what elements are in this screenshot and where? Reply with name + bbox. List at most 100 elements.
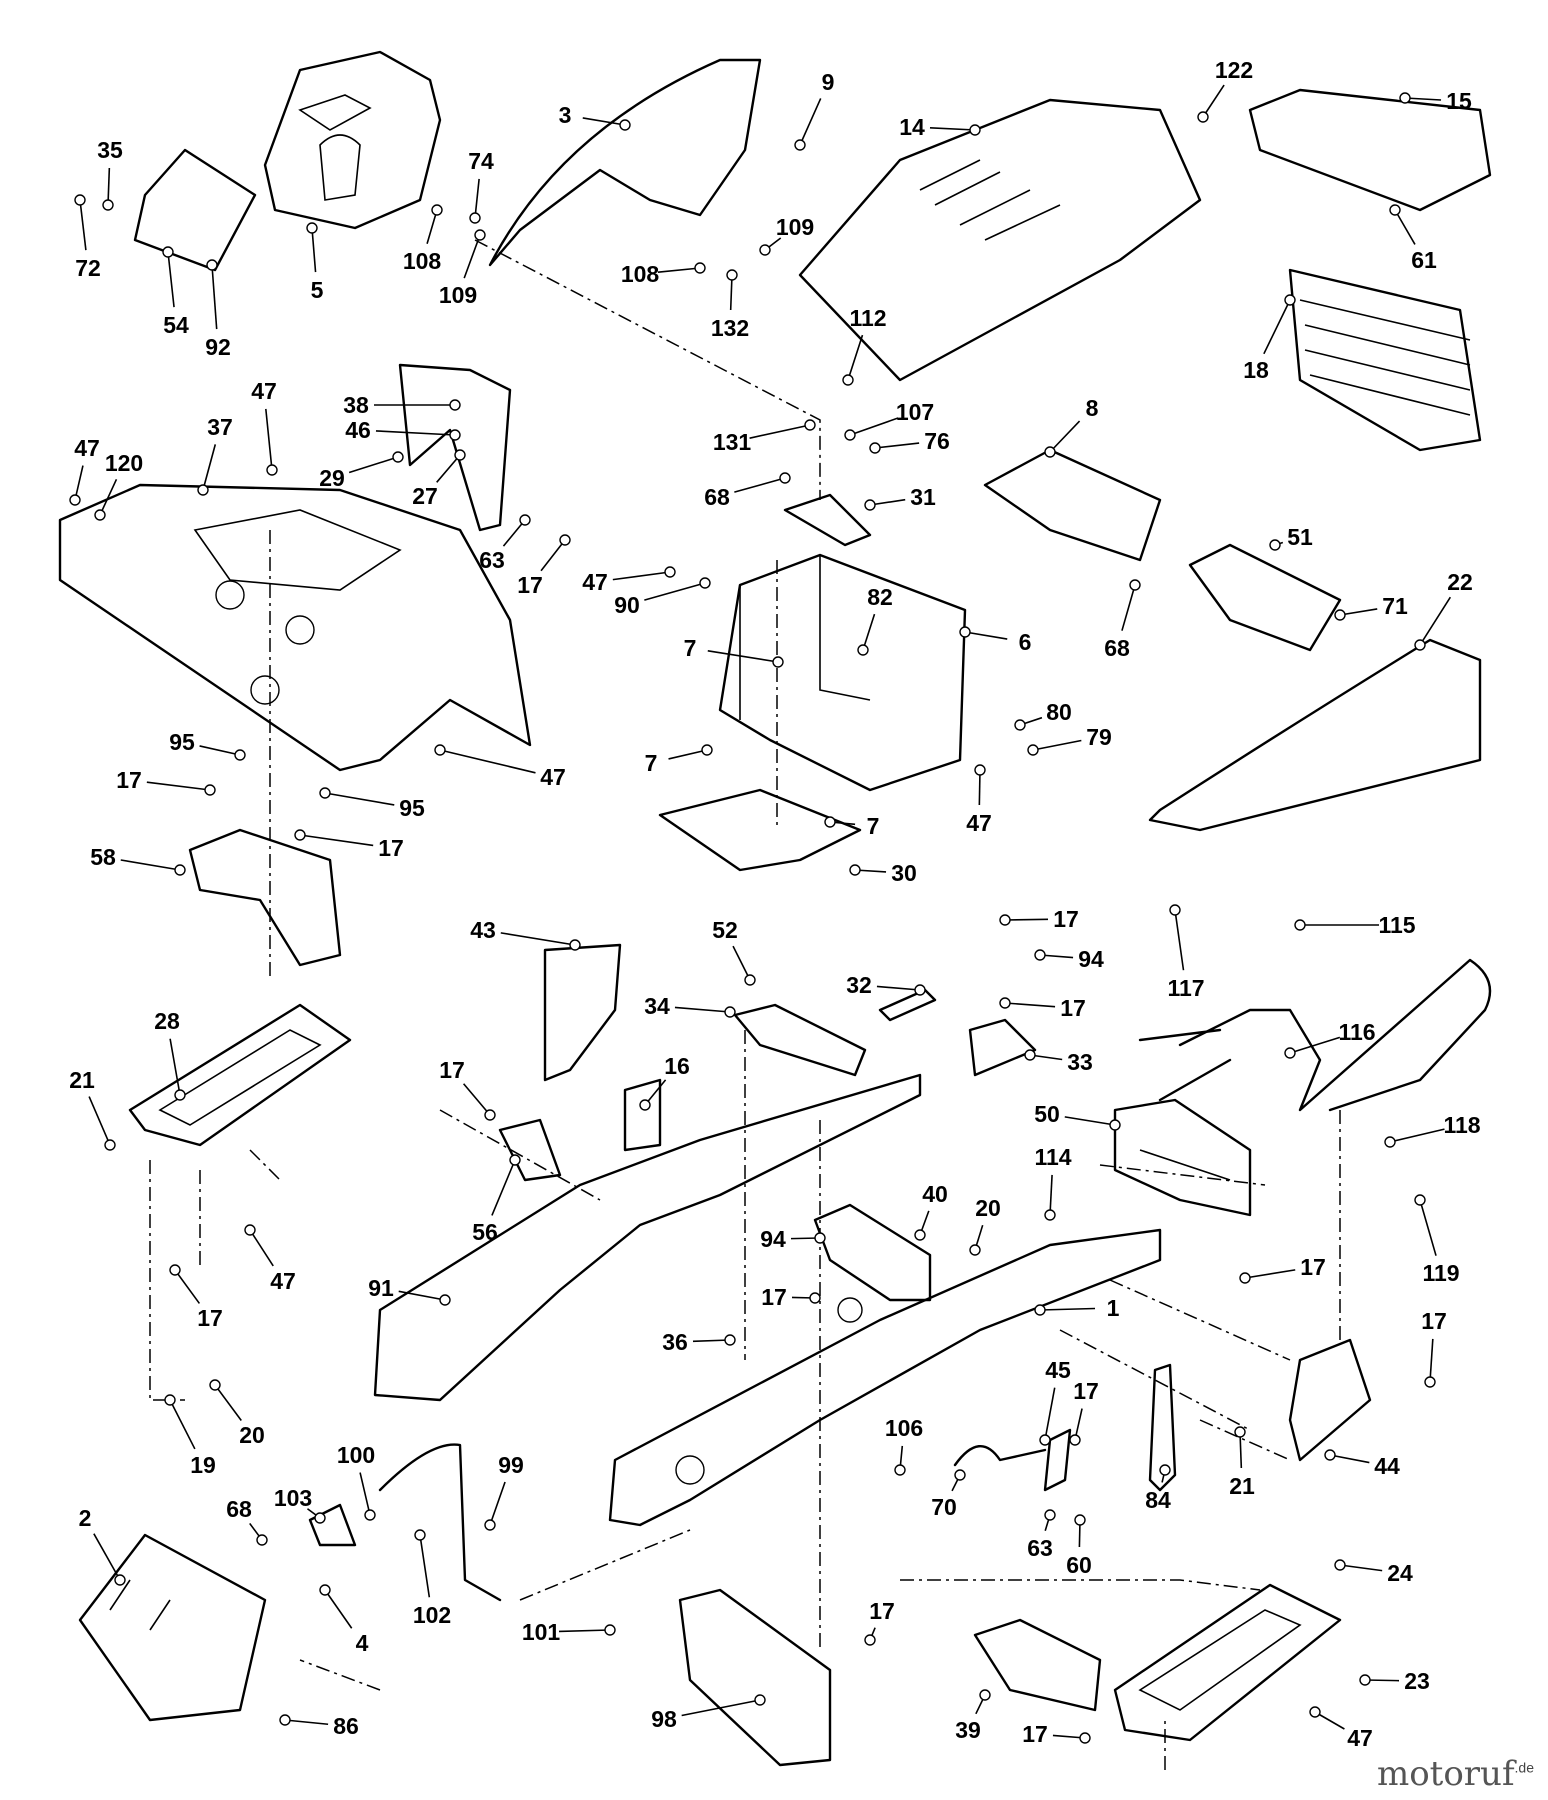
leader-line-95: [199, 745, 241, 756]
fastener-36: [724, 1334, 736, 1346]
callout-101: 101: [522, 1619, 561, 1645]
callout-34: 34: [644, 993, 670, 1019]
fastener-54: [162, 246, 174, 258]
part-58-support: [188, 828, 342, 967]
leader-line-24: [1339, 1564, 1383, 1572]
callout-122: 122: [1215, 57, 1253, 83]
callout-90: 90: [614, 592, 640, 618]
callout-72: 72: [75, 255, 101, 281]
callout-43: 43: [470, 917, 496, 943]
leader-line-37: [202, 444, 217, 491]
callout-6: 6: [1019, 629, 1032, 655]
leader-line-17: [1244, 1269, 1296, 1279]
leader-lines: [69, 84, 1452, 1744]
callout-7: 7: [684, 635, 697, 661]
leader-line-71: [1339, 608, 1378, 616]
fastener-99: [484, 1519, 496, 1531]
leader-line-36: [692, 1339, 731, 1343]
leader-line-117: [1174, 909, 1185, 971]
fastener-17: [999, 914, 1011, 926]
leader-line-4: [324, 1589, 353, 1629]
leader-line-90: [644, 582, 706, 601]
fastener-39: [979, 1689, 991, 1701]
fastener-17: [999, 997, 1011, 1009]
fastener-108: [694, 262, 706, 274]
part-70-pin: [953, 1444, 1047, 1467]
fastener-43: [569, 939, 581, 951]
leader-line-1: [1039, 1307, 1096, 1311]
callout-47: 47: [270, 1268, 296, 1294]
leader-line-14: [929, 127, 976, 131]
fastener-44: [1324, 1449, 1336, 1461]
leader-line-47: [249, 1229, 274, 1267]
fastener-7: [701, 744, 713, 756]
part-29-bracket: [398, 363, 512, 532]
part-39-bracket: [973, 1618, 1102, 1712]
callout-95: 95: [399, 795, 425, 821]
leader-line-58: [120, 859, 181, 871]
callout-119: 119: [1422, 1260, 1459, 1286]
watermark: motoruf.de: [1377, 1754, 1534, 1794]
fastener-80: [1014, 719, 1026, 731]
leader-line-17: [1429, 1338, 1434, 1383]
callout-30: 30: [891, 860, 917, 886]
fastener-68: [1129, 579, 1141, 591]
callout-51: 51: [1287, 524, 1313, 550]
callout-116: 116: [1338, 1019, 1375, 1045]
fastener-21: [104, 1139, 116, 1151]
fastener-47: [664, 566, 676, 578]
leader-line-79: [1032, 739, 1082, 751]
callout-103: 103: [274, 1485, 312, 1511]
callout-35: 35: [97, 137, 123, 163]
leader-line-47: [265, 408, 273, 471]
fastener-122: [1197, 111, 1209, 123]
fastener-119: [1414, 1194, 1426, 1206]
fastener-94: [814, 1232, 826, 1244]
callout-58: 58: [90, 844, 116, 870]
leader-line-17: [540, 539, 566, 572]
callout-8: 8: [1086, 395, 1099, 421]
fastener-8: [1044, 446, 1056, 458]
fastener-63: [1044, 1509, 1056, 1521]
leader-line-34: [674, 1006, 731, 1013]
callout-44: 44: [1374, 1453, 1400, 1479]
fastener-90: [699, 577, 711, 589]
part-3-fender-panel: [488, 58, 762, 267]
part-91-frame-rail-left: [373, 1073, 922, 1402]
leader-line-5: [311, 227, 317, 273]
leader-line-56: [491, 1159, 516, 1216]
leader-line-132: [729, 274, 733, 311]
leader-line-114: [1049, 1174, 1053, 1216]
leader-line-21: [1239, 1431, 1243, 1469]
fastener-47: [974, 764, 986, 776]
callout-7: 7: [867, 813, 880, 839]
leader-line-98: [681, 1699, 761, 1717]
leader-line-91: [398, 1290, 446, 1301]
callout-18: 18: [1243, 357, 1269, 383]
callout-118: 118: [1443, 1112, 1480, 1138]
callout-17: 17: [378, 835, 404, 861]
part-30-floor-plate: [658, 788, 862, 872]
part-99-lever: [378, 1443, 502, 1602]
callout-21: 21: [69, 1067, 95, 1093]
fastener-4: [319, 1584, 331, 1596]
callout-56: 56: [472, 1219, 498, 1245]
fastener-16: [639, 1099, 651, 1111]
leader-line-29: [348, 456, 399, 474]
fastener-103: [314, 1512, 326, 1524]
fastener-30: [849, 864, 861, 876]
leader-line-61: [1394, 209, 1416, 245]
callout-7: 7: [645, 750, 658, 776]
callout-82: 82: [867, 584, 893, 610]
callout-17: 17: [1022, 1721, 1048, 1747]
callout-106: 106: [885, 1415, 923, 1441]
fastener-79: [1027, 744, 1039, 756]
fastener-17: [1239, 1272, 1251, 1284]
callout-17: 17: [869, 1598, 895, 1624]
leader-line-95: [324, 792, 395, 806]
leader-line-9: [799, 98, 822, 146]
leader-line-47: [74, 465, 84, 501]
leader-line-15: [1404, 97, 1442, 101]
fastener-115: [1294, 919, 1306, 931]
fastener-98: [754, 1694, 766, 1706]
